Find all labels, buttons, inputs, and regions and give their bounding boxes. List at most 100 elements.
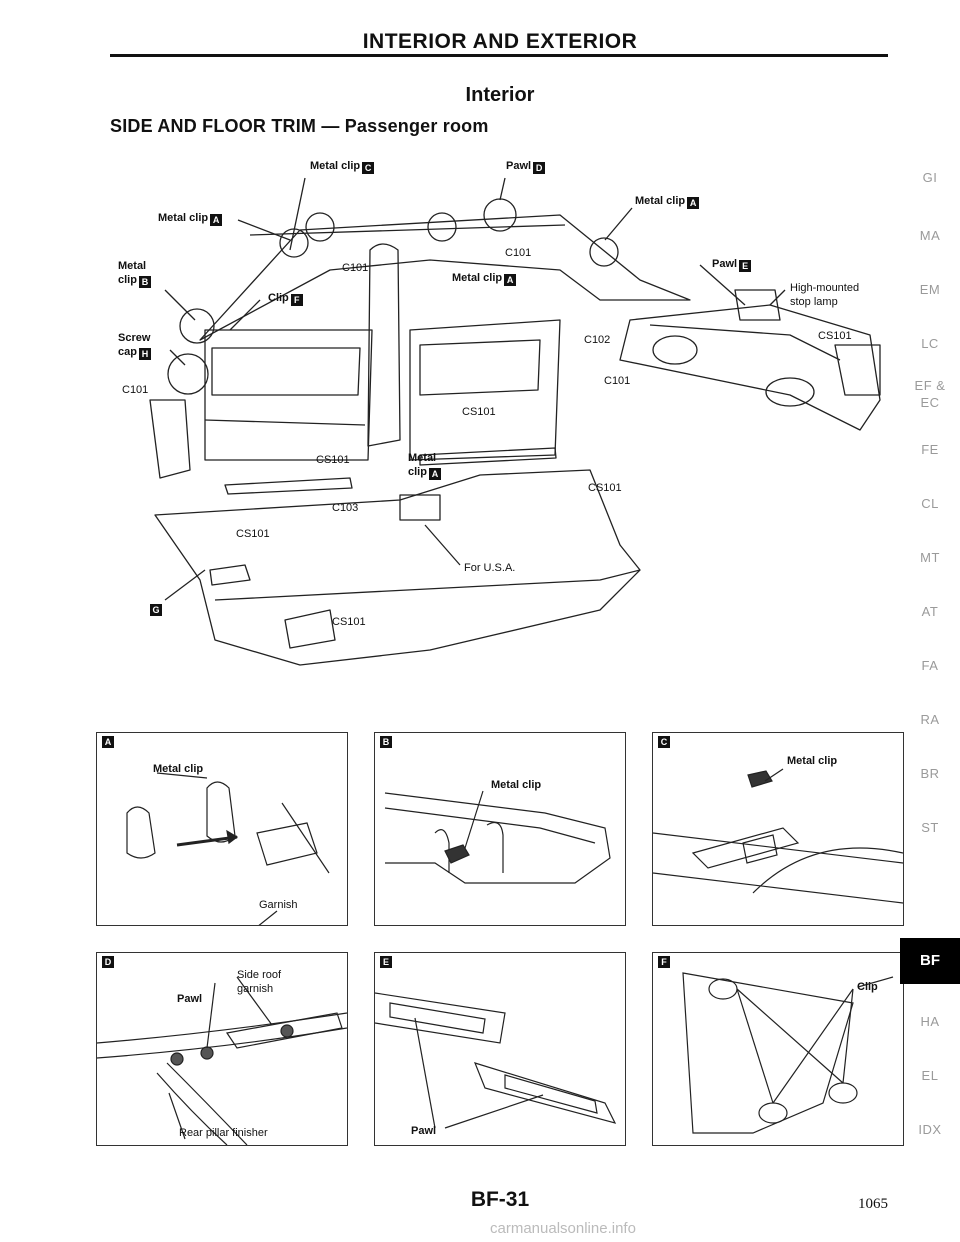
leader-line [237,219,291,241]
badge-a: A [504,274,517,286]
detail-c-metal-clip: Metal clip [787,755,838,767]
callout-cs101: CS101 [588,482,622,494]
leader-line [699,264,746,306]
panel-badge-d: D [102,956,114,968]
callout-cs101: CS101 [818,330,852,342]
label-metal: Metal [118,260,147,272]
page-header-title: INTERIOR AND EXTERIOR [362,30,638,53]
section-index-item[interactable]: EL [921,1068,939,1083]
callout-c101: C101 [122,384,149,396]
section-index-item[interactable]: EM [919,282,941,297]
section-index-item[interactable]: CL [921,496,939,511]
clip-circle [179,308,215,344]
floor-clip-box [399,494,441,521]
detail-panel-d: D Side roof garnish Pawl Rear pillar fin… [96,952,348,1146]
detail-d-rear-pillar-finisher: Rear pillar finisher [179,1127,268,1139]
callout-c101: C101 [342,262,369,274]
callout-c101: C101 [604,375,631,387]
leader-line [769,289,786,306]
front-door-armrest [211,347,361,396]
panel-badge-c: C [658,736,670,748]
detail-c-drawing [653,768,903,904]
badge-h: H [138,348,151,360]
detail-b-drawing [384,790,611,884]
detail-d-garnish: garnish [237,983,274,995]
callout-c102: C102 [584,334,611,346]
badge-b: B [138,276,151,288]
section-index-item[interactable]: LC [921,336,939,351]
detail-b-metal-clip: Metal clip [491,779,542,791]
leader-line [289,177,306,251]
parcel-shelf-edge [649,324,841,361]
clip-circle [167,353,209,395]
high-mounted-stop-lamp [834,344,881,396]
stop-lamp-cover [734,289,781,321]
roof-side-rail [199,214,691,341]
roof-rail-centerline [249,224,566,236]
label-metal-lower: Metal [408,452,437,464]
section-index-item[interactable]: GI [922,170,938,185]
section-index-item[interactable]: IDX [918,1122,942,1137]
section-index-item[interactable]: BR [920,766,940,781]
leader-line [229,299,261,331]
label-stop-lamp: stop lamp [790,296,838,308]
clip-circle [483,198,517,232]
section-index-active-tab[interactable]: BF [900,938,960,984]
site-watermark: carmanualsonline.info [490,1220,636,1237]
badge-a: A [210,214,223,226]
floor-trim-edge [214,569,641,601]
detail-panel-a: A Metal clip Garnish [96,732,348,926]
detail-panel-c: C Metal clip [652,732,904,926]
floor-trim [154,469,641,666]
detail-panel-f: F Clip [652,952,904,1146]
detail-a-metal-clip: Metal clip [153,763,204,775]
subsection-heading: SIDE AND FLOOR TRIM — Passenger room [110,116,489,136]
page-number: 1065 [858,1196,888,1212]
detail-f-clip: Clip [857,981,878,993]
badge-a: A [687,197,700,209]
clip-circle [427,212,457,242]
section-index-item[interactable]: RA [920,712,940,727]
label-high-mounted: High-mounted [790,282,860,294]
section-index-item[interactable]: MA [919,228,941,243]
section-index-item[interactable]: EC [920,395,940,410]
panel-badge-e: E [380,956,392,968]
badge-d: D [533,162,546,174]
label-for-usa: For U.S.A. [464,562,516,574]
detail-e-pawl: Pawl [411,1125,437,1137]
badge-g: G [150,604,162,616]
section-index-item[interactable]: EF & [914,378,946,393]
leader-line [164,569,206,601]
callout-c103: C103 [332,502,359,514]
callout-cs101: CS101 [316,454,350,466]
speaker-opening [765,377,815,407]
section-index-item[interactable]: MT [920,550,940,565]
leader-line [604,207,633,241]
detail-d-drawing [97,976,347,1145]
floor-handle-opening [209,564,251,586]
section-index-item[interactable]: AT [921,604,939,619]
header-rule [110,54,888,57]
detail-a-drawing [126,772,330,925]
section-index-item[interactable]: HA [920,1014,940,1029]
front-door-trim [204,329,373,461]
leader-line [169,349,186,366]
section-index-item[interactable]: FE [921,442,939,457]
kick-panel [149,399,191,479]
floor-vent [284,609,336,649]
section-index-item[interactable]: FA [921,658,939,673]
clip-circle [589,237,619,267]
page-code: BF-31 [470,1188,530,1211]
section-index-item[interactable]: ST [921,820,939,835]
front-door-pocket [204,419,366,426]
panel-badge-f: F [658,956,670,968]
